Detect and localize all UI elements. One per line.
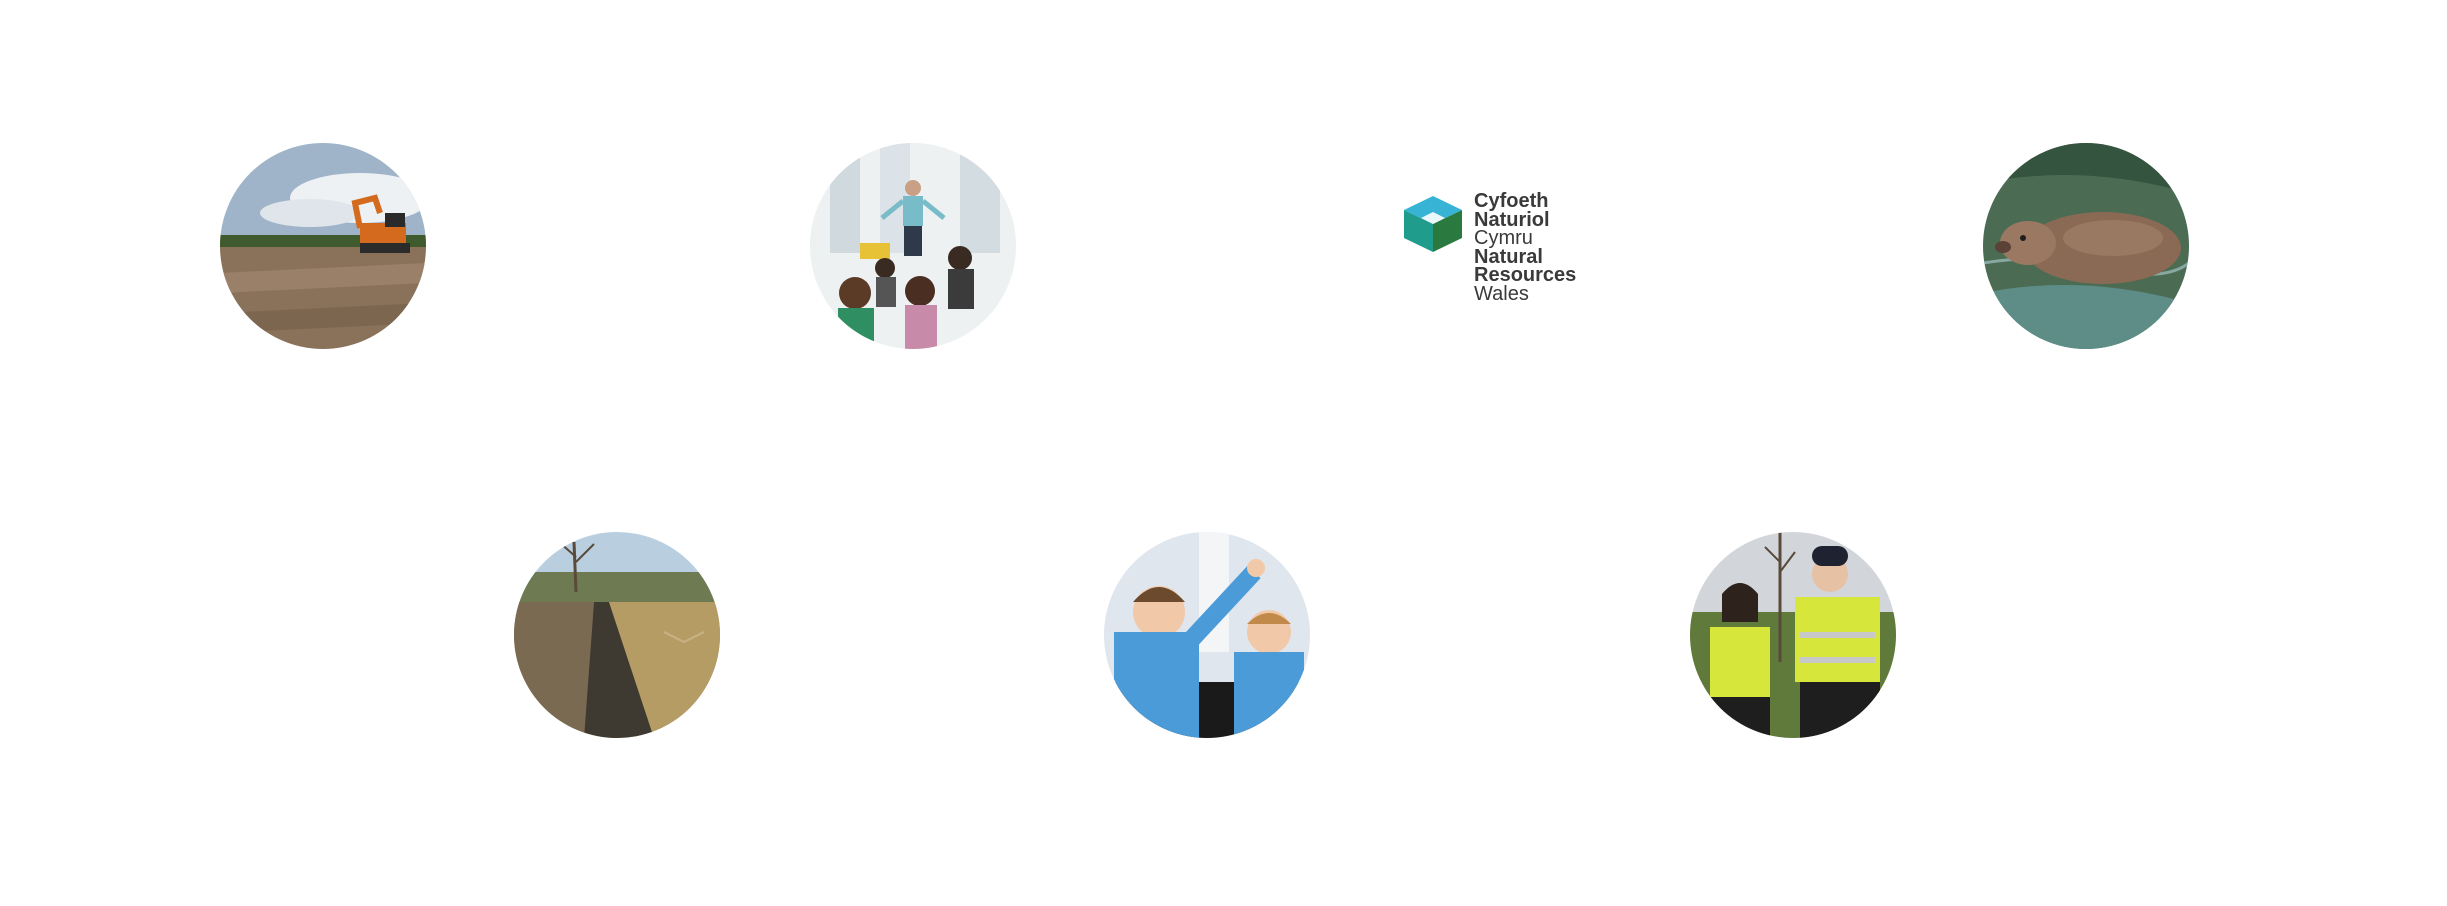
- presentation-image: [810, 143, 1016, 349]
- logo-wordmark: Cyfoeth Naturiol Cymru Natural Resources…: [1474, 190, 1577, 305]
- photo-tree-planting: [1690, 532, 1896, 738]
- photo-excavator: [220, 143, 426, 349]
- nrw-logo-icon: [1404, 196, 1462, 252]
- logo-line-6: Wales: [1474, 282, 1529, 305]
- natural-resources-wales-logo: Cyfoeth Naturiol Cymru Natural Resources…: [1404, 190, 1584, 312]
- logo-line-5: Resources: [1474, 264, 1577, 286]
- logo-line-1: Cyfoeth: [1474, 190, 1549, 212]
- logo-line-3: Cymru: [1474, 227, 1533, 249]
- photo-presentation: [810, 143, 1016, 349]
- photo-beaver: [1983, 143, 2189, 349]
- ditch-image: [514, 532, 720, 738]
- schoolchildren-image: [1104, 532, 1310, 738]
- beaver-image: [1983, 143, 2189, 349]
- tree-planting-image: [1690, 532, 1896, 738]
- logo-line-4: Natural: [1474, 245, 1543, 268]
- photo-schoolchildren: [1104, 532, 1310, 738]
- logo-line-2: Naturiol: [1474, 208, 1550, 231]
- photo-ditch: [514, 532, 720, 738]
- excavator-image: [220, 143, 426, 349]
